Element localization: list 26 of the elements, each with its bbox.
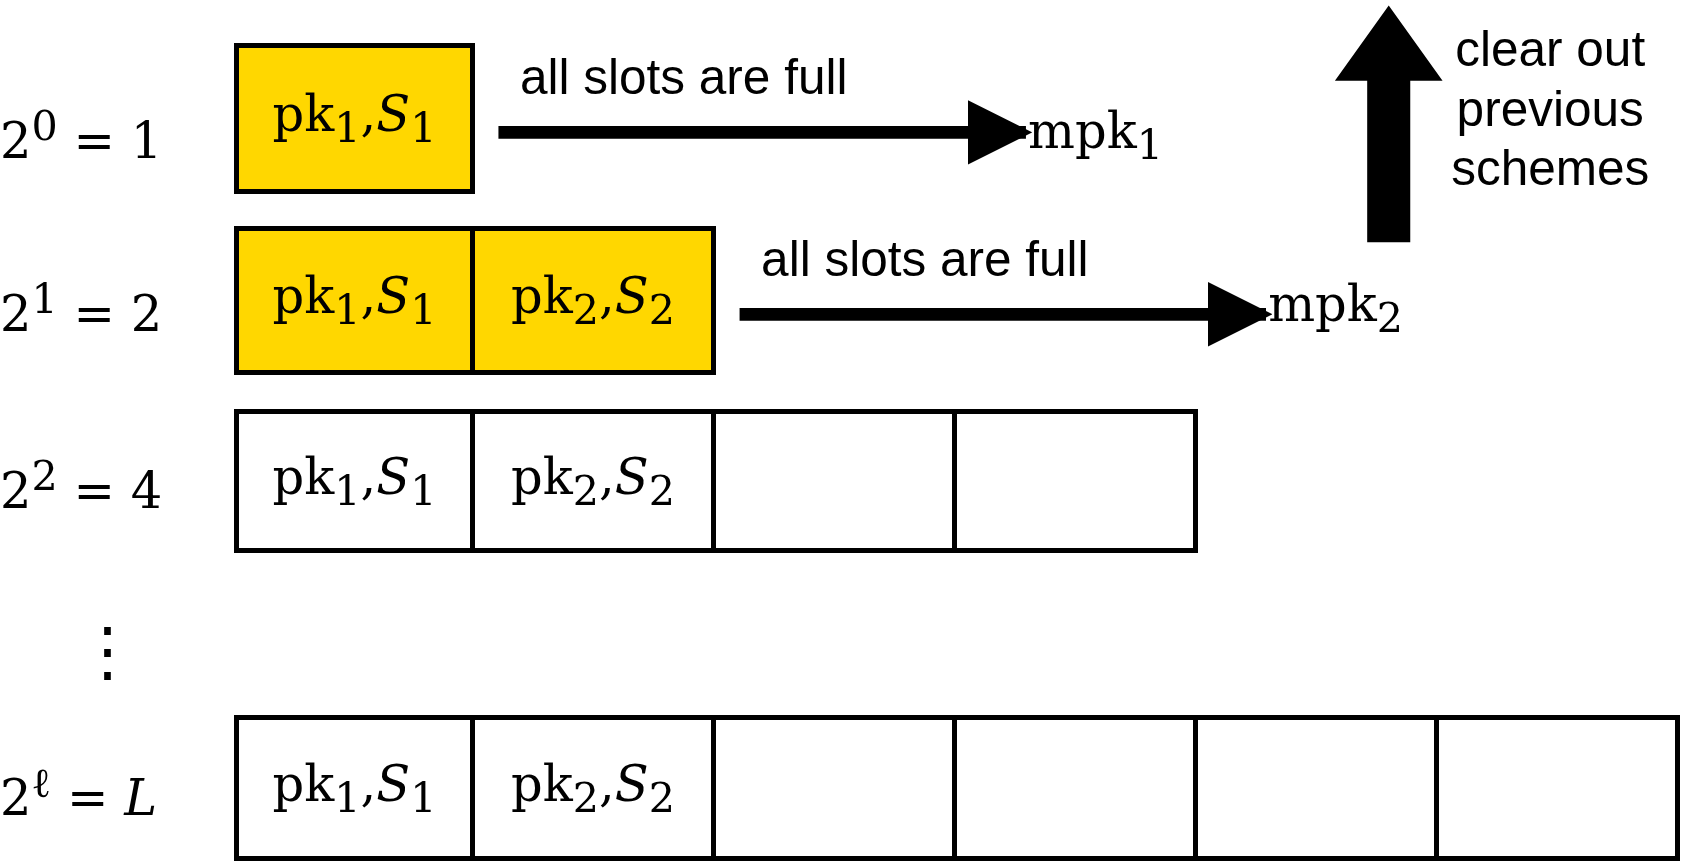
slot-label: pk$_{1}$,S$_{1}$ [272,85,437,152]
note-text: clear out previous schemes [1450,20,1651,198]
row-size-label: 2$^{0}$ = 1 [0,102,163,170]
key-label: mpk$_{1}$ [1028,102,1163,170]
arrow [739,282,1273,347]
row-size-label: 2$^{1}$ = 2 [0,274,163,342]
filled-slot [234,43,475,194]
slot-label: pk$_{2}$,S$_{2}$ [511,447,675,515]
row-size-label: 2$^{2}$ = 4 [0,452,163,520]
filled-slot [475,409,716,553]
edge-label: all slots are full [761,230,1089,288]
filled-slot [475,226,716,375]
ellipsis: ⋮ [75,613,141,689]
slot-label: pk$_{1}$,S$_{1}$ [272,267,437,334]
filled-slot [234,409,475,553]
slot-label: pk$_{2}$,S$_{2}$ [511,754,675,822]
filled-slot [475,715,716,861]
row-size-label: 2$^{ℓ}$ = L [0,758,158,827]
slot-label: pk$_{1}$,S$_{1}$ [272,447,437,515]
slot-label: pk$_{2}$,S$_{2}$ [511,267,675,334]
slot-label: pk$_{1}$,S$_{1}$ [272,754,437,822]
arrow [498,100,1033,165]
edge-label: all slots are full [519,48,848,106]
filled-slot [234,226,475,375]
key-label: mpk$_{2}$ [1268,274,1404,342]
filled-slot [234,715,475,861]
